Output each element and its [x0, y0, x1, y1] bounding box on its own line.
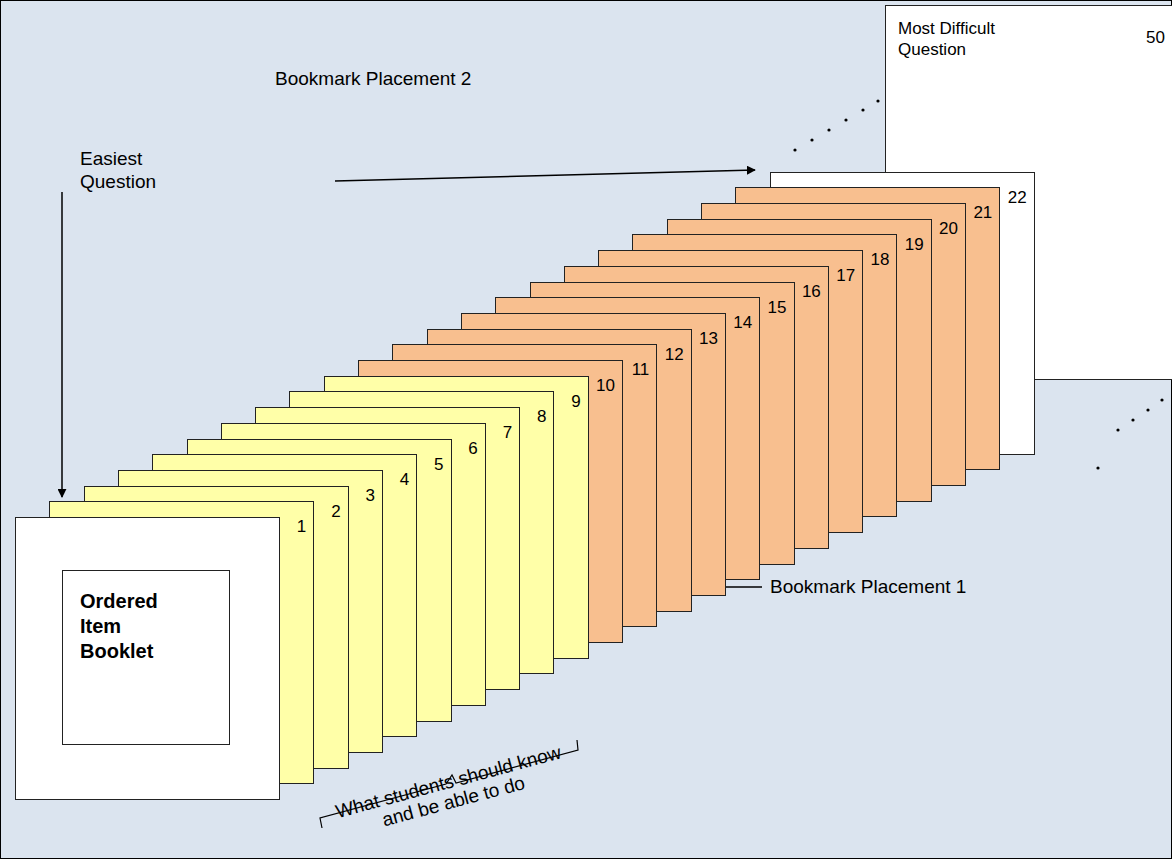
booklet-cover: Ordered Item Booklet [15, 517, 280, 800]
bracket-label: What students should know and be able to… [319, 739, 582, 845]
callout-label: Bookmark Placement 2 [275, 67, 535, 90]
page-heading: Most Difficult Question [898, 18, 1038, 60]
title-frame: Ordered Item Booklet [62, 570, 230, 745]
ellipsis-dots [793, 99, 879, 151]
bookmark2-arrow [335, 170, 755, 181]
easiest-arrow [61, 192, 63, 497]
page-number: 50 [1146, 27, 1165, 48]
ellipsis-dots [1096, 398, 1163, 469]
booklet-title: Ordered Item Booklet [80, 589, 175, 664]
callout-label: Easiest Question [80, 147, 175, 193]
callout-label: Bookmark Placement 1 [770, 575, 1030, 598]
